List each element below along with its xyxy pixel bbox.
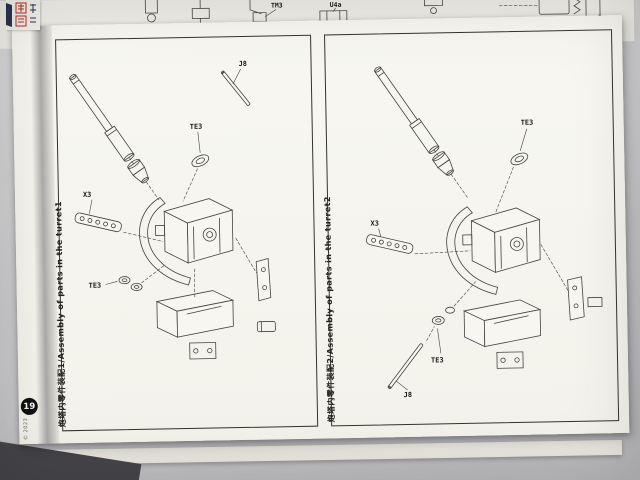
- part-label-te3-top: TE3: [190, 123, 203, 131]
- te3-ring: [510, 152, 529, 166]
- part-label-x3: X3: [370, 219, 379, 227]
- part-label-j8: J8: [238, 60, 247, 68]
- assembly-diagram-1: X3 TE3 TE3 J8: [69, 60, 276, 360]
- exploded-view-linework: [69, 70, 276, 360]
- part-labels: X3 TE3 TE3 J8: [370, 119, 534, 399]
- j8-rod: [220, 70, 251, 106]
- table-edge-shadow: [0, 440, 142, 480]
- breech-block: [155, 198, 234, 264]
- part-label-x3: X3: [83, 191, 92, 199]
- copyright-text: © 2023: [22, 417, 30, 441]
- te3-washers: [118, 276, 143, 291]
- gun-cradle: [462, 299, 542, 369]
- part-labels: X3 TE3 TE3 J8: [83, 60, 247, 290]
- manual-page: 炮塔内零件装配1/Assembly of parts in the turret…: [11, 15, 630, 445]
- mantlet-arc: [446, 206, 497, 295]
- mantlet-arc: [139, 197, 189, 286]
- assembly-panel-1: 炮塔内零件装配1/Assembly of parts in the turret…: [54, 34, 319, 432]
- part-label-te3-side: TE3: [89, 282, 102, 290]
- breech-block: [462, 207, 541, 274]
- side-bracket: [255, 258, 276, 333]
- fragment-label-tm3: TM3: [271, 1, 283, 9]
- part-label-j8: J8: [404, 391, 413, 399]
- part-label-te3-top: TE3: [521, 119, 534, 127]
- j8-rod: [387, 343, 424, 389]
- te3-washers: [431, 306, 455, 325]
- side-bracket: [567, 276, 603, 321]
- gun-barrel: [374, 66, 469, 200]
- te3-ring: [191, 154, 210, 168]
- assembly-diagram-2: X3 TE3 TE3 J8: [366, 66, 603, 399]
- x3-strip: [366, 234, 414, 254]
- fragment-label-u4a: U4a: [330, 1, 342, 9]
- corner-stamp: [6, 0, 40, 30]
- step-number-badge: 19: [20, 397, 38, 416]
- gun-cradle: [155, 290, 235, 360]
- part-label-te3-side: TE3: [431, 356, 444, 364]
- x3-strip: [74, 212, 122, 233]
- exploded-view-linework: [366, 66, 603, 389]
- gun-barrel: [69, 74, 160, 201]
- assembly-panel-2: 炮塔内零件装配2/Assembly of parts in the turret…: [323, 29, 620, 427]
